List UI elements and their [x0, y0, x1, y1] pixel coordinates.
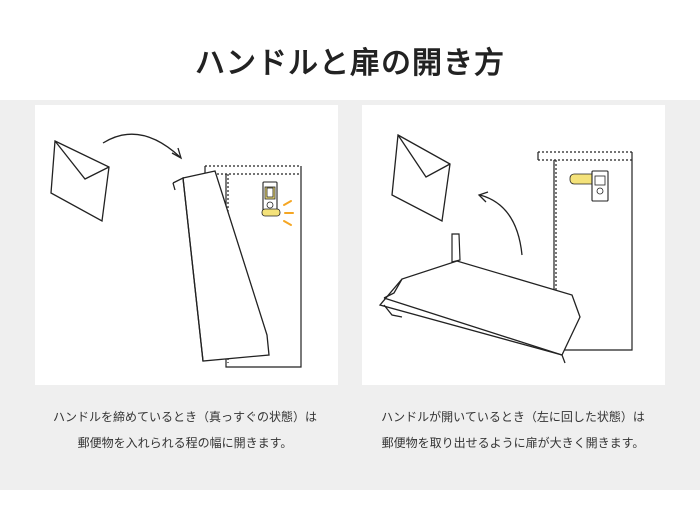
caption-line: ハンドルを締めているとき（真っすぐの状態）は — [52, 410, 317, 424]
spark-icon — [283, 200, 294, 226]
door-handle-stub — [451, 233, 461, 263]
caption-line: ハンドルが開いているとき（左に回した状態）は — [381, 410, 645, 424]
handle-lock-icon — [569, 170, 609, 202]
page-title: ハンドルと扉の開き方 — [195, 46, 505, 81]
illustration-handle-open — [362, 105, 665, 385]
envelope-icon — [391, 133, 451, 223]
caption-handle-closed: ハンドルを締めているとき（真っすぐの状態）は 郵便物を入れられる程の幅に開きます… — [20, 404, 350, 456]
handle-lock-icon — [261, 181, 281, 217]
curved-arrow-icon — [477, 191, 523, 256]
curved-arrow-icon — [102, 133, 183, 160]
illustration-handle-closed — [35, 105, 338, 385]
mailbox-body — [537, 151, 633, 351]
envelope-icon — [50, 140, 110, 223]
caption-handle-open: ハンドルが開いているとき（左に回した状態）は 郵便物を取り出せるように扉が大きく… — [348, 404, 678, 456]
caption-line: 郵便物を取り出せるように扉が大きく開きます。 — [381, 436, 645, 450]
mailbox-door — [378, 260, 581, 364]
caption-line: 郵便物を入れられる程の幅に開きます。 — [77, 436, 293, 450]
mailbox-door — [172, 170, 270, 362]
